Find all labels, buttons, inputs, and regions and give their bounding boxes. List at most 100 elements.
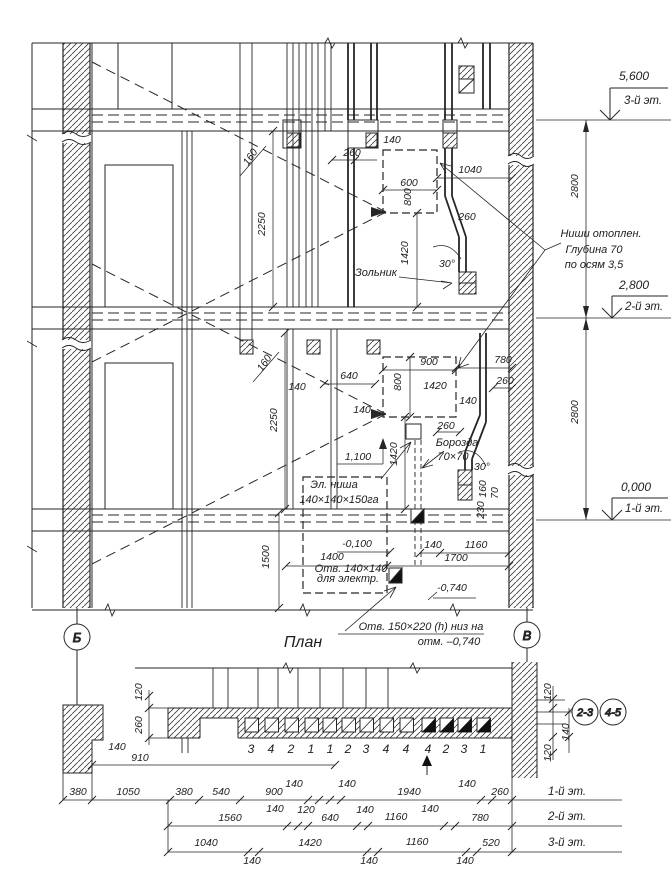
dimension-lines-section	[87, 126, 517, 770]
dim-label: 140	[458, 778, 476, 790]
plan-side-dims	[144, 686, 574, 760]
flue-number: 2	[287, 742, 295, 756]
floor-label: 1-й эт.	[548, 786, 586, 798]
dim-label: 1420	[388, 442, 400, 466]
elevation-value: 5,600	[619, 69, 649, 83]
dim-label: 600	[400, 177, 418, 189]
dim-label: 1160	[385, 811, 408, 823]
dim-label: 1040	[194, 837, 218, 849]
flue-number: 4	[383, 742, 390, 756]
dim-label: 120	[133, 683, 145, 701]
elevation-value: 2,800	[618, 278, 649, 292]
niche-dashed-outlines	[302, 149, 457, 594]
axis-markers: Б В 2-3 4-5	[63, 608, 627, 726]
axis-label-4-5: 4-5	[605, 707, 622, 719]
dim-label: 140	[456, 855, 474, 867]
axis-circle-2-3: 2-3	[571, 698, 599, 726]
floor-slabs	[32, 108, 671, 532]
note-borozda: Борозда	[436, 437, 479, 449]
leader-lines	[338, 162, 562, 635]
dim-label: 260	[457, 211, 476, 223]
plan-section-arrow	[422, 755, 432, 775]
dim-label: 1420	[423, 380, 447, 392]
floor-label: 2-й эт.	[547, 811, 586, 823]
dim-label: 520	[482, 837, 500, 849]
dim-label: 640	[321, 812, 339, 824]
elevation-marks	[583, 87, 668, 521]
dim-label: 140	[459, 395, 477, 407]
floor-label: 2-й эт.	[624, 301, 663, 313]
note-el-nisha: Эл. ниша	[310, 479, 357, 491]
floor-label: 1-й эт.	[625, 503, 663, 515]
axis-label-b: Б	[73, 630, 82, 645]
flue-number: 4	[425, 742, 432, 756]
flue-channels	[181, 43, 491, 608]
dim-label: 1700	[444, 552, 468, 564]
plan-left-pier	[62, 704, 104, 774]
dim-label: 140	[360, 855, 378, 867]
note-nishi-2: Глубина 70	[565, 244, 623, 256]
dim-label: 30°	[474, 461, 490, 473]
flue-number: 3	[363, 742, 370, 756]
dim-label: 1560	[218, 812, 242, 824]
dim-label: 120	[297, 804, 315, 816]
axis-label-2-3: 2-3	[576, 707, 594, 719]
dim-label: 1160	[465, 539, 488, 551]
dim-label: 1400	[320, 551, 344, 563]
projection-chevrons	[91, 61, 387, 565]
note-nishi: Ниши отоплен.	[560, 228, 641, 240]
dim-label: 160	[477, 480, 489, 498]
dim-label: 140	[285, 778, 303, 790]
axis-circle-4-5: 4-5	[599, 698, 627, 726]
dim-label: 120	[542, 683, 554, 701]
dim-label: 1040	[458, 164, 482, 176]
dim-label: 800	[392, 373, 404, 391]
note-el-nisha-size: 140×140×150га	[299, 494, 378, 506]
dim-label: 140	[353, 404, 371, 416]
plan-wall-band	[167, 707, 512, 739]
dim-label: 900	[265, 786, 283, 798]
flue-number: 3	[248, 742, 255, 756]
dim-label: 140	[108, 741, 126, 753]
dim-label: 260	[436, 420, 455, 432]
dim-label: 800	[402, 188, 414, 206]
dim-label: 120	[542, 744, 554, 762]
level-minus-0740: -0,740	[437, 582, 467, 594]
section-outline	[26, 36, 533, 618]
plan-flue-openings	[244, 717, 491, 733]
dimension-rows	[58, 738, 622, 857]
dim-label: 780	[494, 354, 512, 366]
dim-label: 260	[342, 147, 361, 159]
plan-right-wall	[511, 662, 538, 778]
note-otv-140-2: для электр.	[317, 573, 379, 585]
flue-number: 1	[308, 742, 315, 756]
flue-number: 3	[461, 742, 468, 756]
dim-label: 140	[421, 803, 439, 815]
dim-label: 380	[69, 786, 87, 798]
note-otv-150-2: отм. –0,740	[418, 636, 481, 648]
flue-number: 2	[442, 742, 450, 756]
story-height: 2800	[569, 400, 581, 425]
dim-label: 260	[133, 716, 145, 735]
flue-number: 2	[344, 742, 352, 756]
note-zolnik: Зольник	[355, 267, 398, 279]
dim-label: 230	[475, 501, 487, 520]
section-walls	[61, 43, 535, 608]
opening-marker-black	[387, 507, 425, 584]
dim-label: 260	[490, 786, 509, 798]
note-otv-150: Отв. 150×220 (h) низ на	[359, 621, 484, 633]
drawing-labels: 16022502601406008001420104026030°Зольник…	[69, 69, 663, 867]
dim-label: 140	[243, 855, 261, 867]
dim-label: 900	[420, 356, 438, 368]
elevation-value: 0,000	[621, 480, 651, 494]
dim-label: 140	[356, 804, 374, 816]
dim-label: 910	[131, 752, 149, 764]
dim-label: 140	[560, 723, 572, 741]
dim-label: 260	[495, 375, 514, 387]
dim-label: 380	[175, 786, 193, 798]
axis-circle-v: В	[513, 621, 541, 649]
dim-label: 1160	[406, 836, 429, 848]
dim-label: 160	[241, 147, 261, 168]
